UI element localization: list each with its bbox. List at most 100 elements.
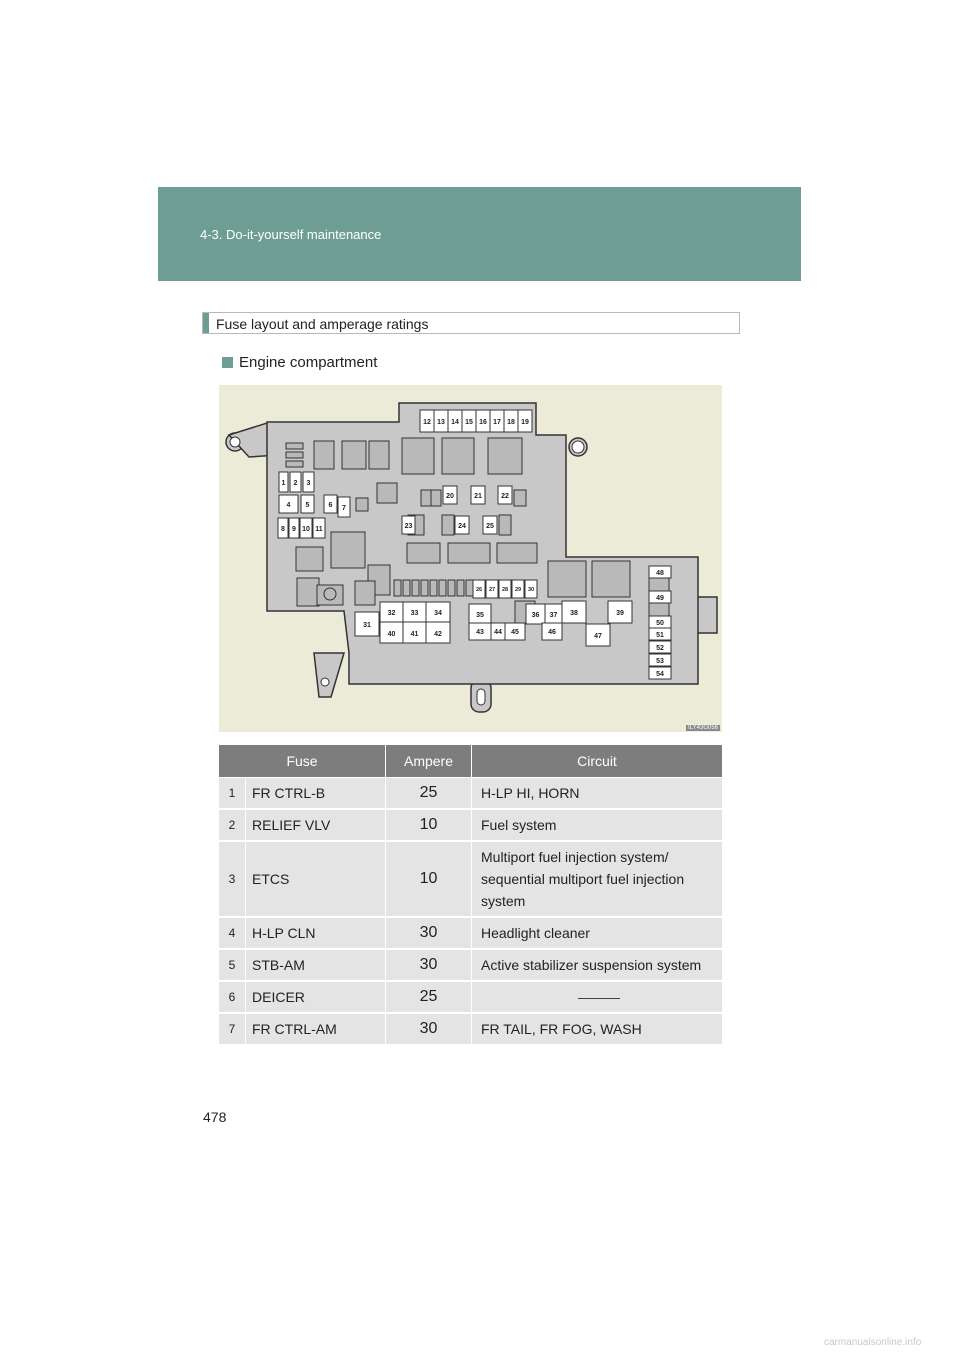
- fuse-slot-11: 11: [312, 517, 326, 539]
- fuse-slot-15: 15: [461, 409, 477, 433]
- svg-text:21: 21: [474, 493, 482, 500]
- fuse-slot-28: 28: [498, 579, 512, 599]
- fuse-slot-44: 44: [490, 622, 506, 641]
- fuse-slot-41: 41: [402, 621, 427, 644]
- fuse-table: Fuse Ampere Circuit 1 FR CTRL-B 25 H-LP …: [219, 745, 722, 1046]
- fuse-slot-33: 33: [402, 601, 427, 623]
- fuse-slot-26: 26: [472, 579, 486, 599]
- fuse-number: 3: [219, 841, 246, 918]
- fuse-slot-45: 45: [504, 622, 526, 641]
- fuse-slot-21: 21: [470, 485, 486, 505]
- svg-text:1: 1: [282, 480, 286, 487]
- svg-text:28: 28: [502, 587, 508, 593]
- svg-text:7: 7: [342, 505, 346, 512]
- table-row: 2 RELIEF VLV 10 Fuel system: [219, 809, 722, 842]
- fuse-slot-8: 8: [277, 517, 289, 539]
- header-circuit: Circuit: [471, 745, 722, 778]
- table-row: 6 DEICER 25: [219, 981, 722, 1014]
- fuse-slot-2: 2: [289, 471, 302, 493]
- fuse-slot-29: 29: [511, 579, 525, 599]
- chapter-header-band: 4-3. Do-it-yourself maintenance: [158, 187, 801, 281]
- svg-text:6: 6: [329, 502, 333, 509]
- header-fuse: Fuse: [219, 745, 386, 778]
- svg-text:44: 44: [494, 629, 502, 636]
- fuse-number: 5: [219, 949, 246, 982]
- svg-text:53: 53: [656, 658, 664, 665]
- fuse-slot-5: 5: [300, 494, 315, 514]
- svg-text:47: 47: [594, 633, 602, 640]
- fuse-number: 7: [219, 1013, 246, 1046]
- svg-text:18: 18: [507, 419, 515, 426]
- subheading-accent-bar: [203, 313, 209, 333]
- fuse-ampere: 30: [385, 917, 472, 950]
- fuse-slot-25: 25: [482, 515, 498, 535]
- fuse-slot-10: 10: [299, 517, 313, 539]
- fuse-slot-20: 20: [442, 485, 458, 505]
- svg-text:45: 45: [511, 629, 519, 636]
- fuse-slot-1: 1: [278, 471, 289, 493]
- fuse-box-drawing: 12 13 14 15 16 17 18 19 1 2 3 4 5 6 7 8 …: [225, 402, 718, 713]
- svg-text:3: 3: [307, 480, 311, 487]
- subheading-title: Fuse layout and amperage ratings: [216, 316, 429, 332]
- fuse-slot-31: 31: [354, 611, 380, 637]
- fuse-slot-16: 16: [475, 409, 491, 433]
- svg-text:9: 9: [292, 526, 296, 533]
- svg-text:2: 2: [294, 480, 298, 487]
- svg-text:34: 34: [434, 610, 442, 617]
- fuse-ampere: 10: [385, 841, 472, 918]
- section-title: 4-3. Do-it-yourself maintenance: [200, 227, 382, 242]
- fuse-circuit: FR TAIL, FR FOG, WASH: [471, 1013, 722, 1046]
- fuse-slot-24: 24: [454, 515, 470, 535]
- table-row: 1 FR CTRL-B 25 H-LP HI, HORN: [219, 777, 722, 810]
- svg-text:46: 46: [548, 629, 556, 636]
- svg-text:37: 37: [550, 612, 558, 619]
- fuse-slot-36: 36: [525, 603, 546, 625]
- fuse-ampere: 25: [385, 777, 472, 810]
- fuse-slot-7: 7: [337, 496, 351, 518]
- fuse-slot-22: 22: [497, 485, 513, 505]
- table-row: 7 FR CTRL-AM 30 FR TAIL, FR FOG, WASH: [219, 1013, 722, 1046]
- svg-text:52: 52: [656, 645, 664, 652]
- svg-text:31: 31: [363, 622, 371, 629]
- fuse-slot-18: 18: [503, 409, 519, 433]
- svg-text:42: 42: [434, 631, 442, 638]
- fuse-circuit: Multiport fuel injection system/ sequent…: [471, 841, 722, 918]
- svg-text:30: 30: [528, 587, 534, 593]
- fuse-name: H-LP CLN: [245, 917, 386, 950]
- fuse-slot-46: 46: [541, 622, 563, 641]
- svg-text:16: 16: [479, 419, 487, 426]
- fuse-slot-53: 53: [648, 653, 672, 667]
- fuse-table-header: Fuse Ampere Circuit: [219, 745, 722, 778]
- fuse-name: FR CTRL-AM: [245, 1013, 386, 1046]
- fuse-number: 6: [219, 981, 246, 1014]
- svg-text:15: 15: [465, 419, 473, 426]
- fuse-slot-27: 27: [485, 579, 499, 599]
- fuse-name: DEICER: [245, 981, 386, 1014]
- fuse-slot-52: 52: [648, 640, 672, 654]
- fuse-ampere: 30: [385, 1013, 472, 1046]
- fuse-slot-42: 42: [425, 621, 451, 644]
- fuse-circuit: H-LP HI, HORN: [471, 777, 722, 810]
- svg-text:36: 36: [532, 612, 540, 619]
- svg-text:48: 48: [656, 570, 664, 577]
- fuse-slot-39: 39: [607, 600, 633, 624]
- fuse-circuit: Active stabilizer suspension system: [471, 949, 722, 982]
- svg-text:22: 22: [501, 493, 509, 500]
- svg-text:32: 32: [388, 610, 396, 617]
- fuse-number: 2: [219, 809, 246, 842]
- fuse-slot-48: 48: [648, 565, 672, 579]
- fuse-slot-49: 49: [648, 590, 672, 604]
- svg-text:19: 19: [521, 419, 529, 426]
- svg-text:25: 25: [486, 523, 494, 530]
- svg-text:23: 23: [405, 523, 413, 530]
- subheading-box: Fuse layout and amperage ratings: [202, 312, 740, 334]
- svg-text:43: 43: [476, 629, 484, 636]
- fuse-slot-51: 51: [648, 627, 672, 641]
- mount-hole-bottom-left: [320, 677, 330, 687]
- table-row: 4 H-LP CLN 30 Headlight cleaner: [219, 917, 722, 950]
- fuse-number: 4: [219, 917, 246, 950]
- svg-text:20: 20: [446, 493, 454, 500]
- svg-text:14: 14: [451, 419, 459, 426]
- svg-text:51: 51: [656, 632, 664, 639]
- fuse-circuit: Headlight cleaner: [471, 917, 722, 950]
